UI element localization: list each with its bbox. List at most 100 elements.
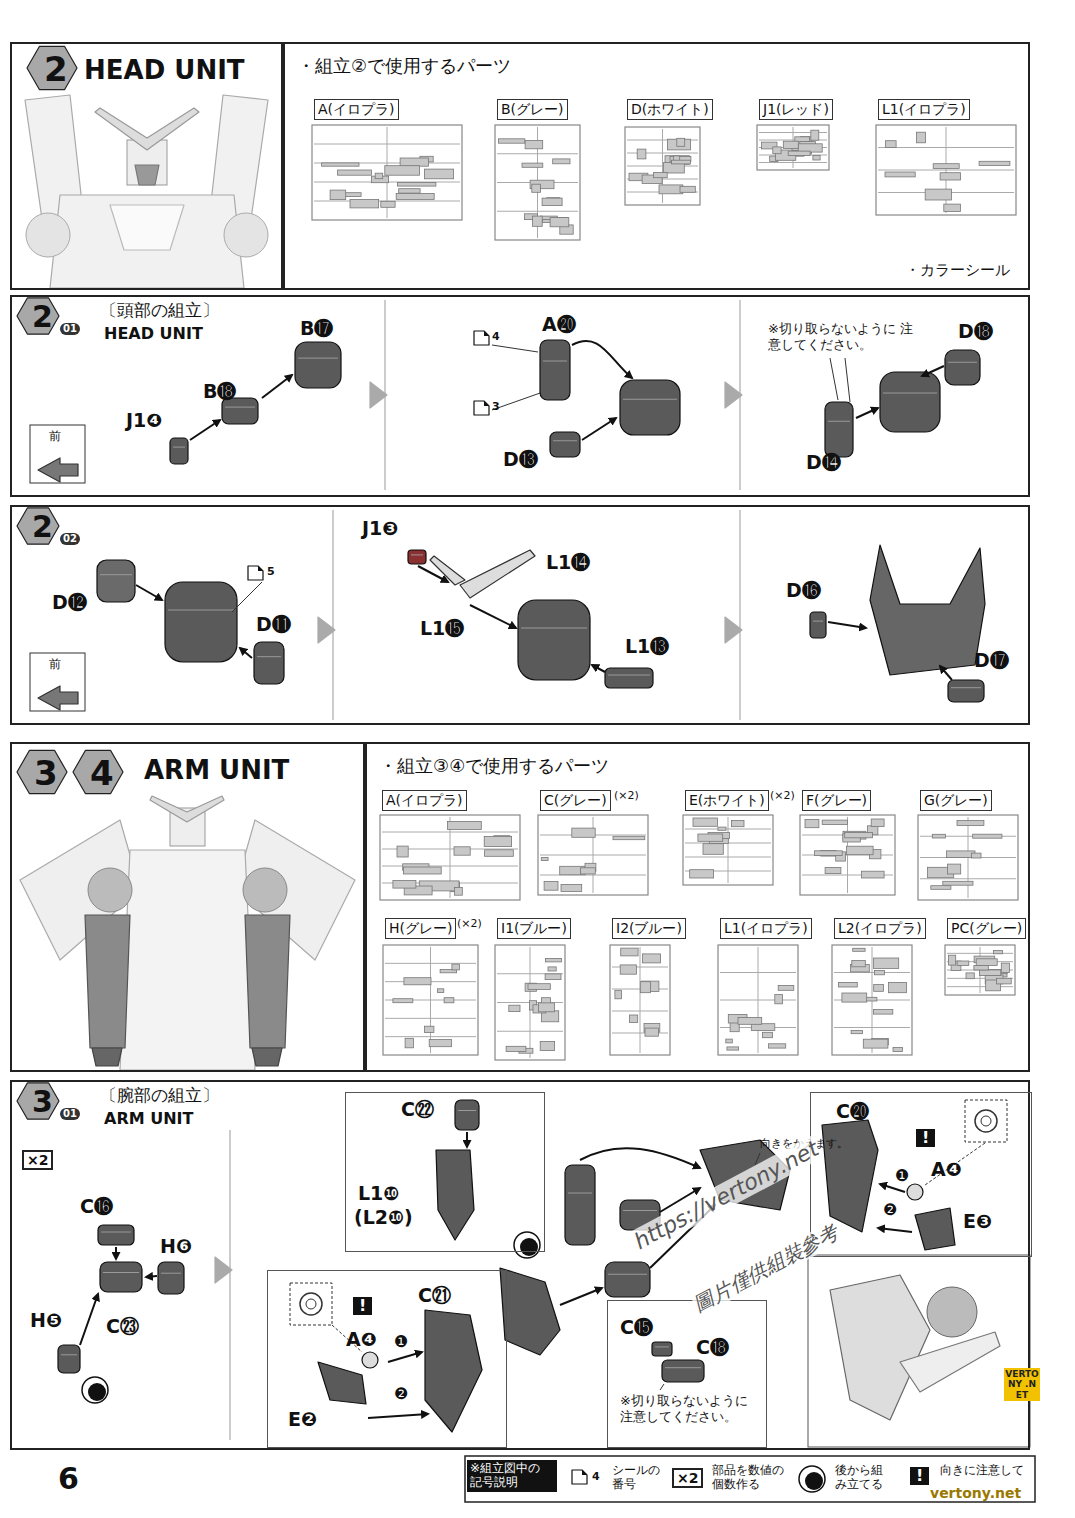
runner-part: [693, 818, 717, 826]
node-text: E❸: [963, 1211, 992, 1233]
part-shape: [652, 1342, 672, 1356]
runner-frame: [876, 125, 1016, 215]
note-text: ※切り取らないように 注意してください。: [768, 321, 918, 354]
runner-name: J1(レッド): [763, 101, 829, 117]
runner-part: [957, 821, 984, 826]
node-text: ・組立②で使用するパーツ: [297, 56, 511, 77]
runner-part: [533, 216, 543, 226]
node-text: C㉒: [401, 1099, 434, 1121]
runner-part: [553, 159, 570, 164]
runner-frame: [757, 125, 829, 170]
runner-part: [769, 1044, 786, 1048]
result-arm: [830, 1275, 930, 1420]
runner-part: [643, 954, 661, 963]
robot-shoulder: [224, 213, 268, 257]
later-icon: [514, 1232, 540, 1258]
part-label: D⓭: [503, 449, 538, 471]
robot-shoulder: [26, 213, 70, 257]
runner-part: [330, 190, 346, 200]
node-text: 3: [32, 1085, 53, 1120]
runner-part: [532, 184, 541, 192]
node-text: C⓲: [696, 1337, 729, 1359]
part-label: 6: [58, 1462, 79, 1497]
sticker-fold: [484, 331, 489, 336]
caution-mark: !: [910, 1467, 929, 1485]
part-shape: [948, 680, 984, 702]
part-shape: [58, 1345, 80, 1373]
runner-name: G(グレー): [924, 792, 988, 808]
runner-part: [629, 1015, 637, 1023]
runner-part: [763, 1032, 773, 1037]
robot-body: [120, 850, 255, 1070]
runner-part: [400, 158, 428, 166]
runner-part: [375, 173, 383, 179]
robot-arm: [85, 915, 130, 1048]
runner-part: [545, 974, 561, 980]
runner-label: E(ホワイト): [685, 790, 769, 811]
part-shape: [662, 1360, 704, 1382]
runner-part: [528, 984, 550, 990]
runner-name: L1(イロプラ): [724, 920, 808, 936]
part-shape: [100, 1262, 142, 1292]
runner-part: [873, 1009, 892, 1014]
part-detail: [103, 1272, 139, 1273]
runner-part: [544, 881, 558, 890]
runner-part: [613, 836, 645, 839]
runner-part: [454, 847, 470, 855]
runner-part: [677, 138, 685, 146]
node-text: ❷: [394, 1385, 408, 1403]
runner-part: [875, 970, 885, 974]
runner-part: [805, 820, 819, 828]
part-detail: [298, 358, 338, 359]
part-shape: [97, 560, 135, 602]
runner-part: [852, 961, 866, 967]
runner-part: [546, 959, 562, 962]
leader-line: [660, 1384, 664, 1390]
runner-frame: [625, 127, 700, 205]
node-text: C㉑: [418, 1285, 451, 1307]
runner-part: [732, 821, 745, 827]
part-label: (×2): [770, 790, 795, 803]
part-label: D⓱: [974, 650, 1009, 672]
assembly-arrow: [922, 366, 944, 376]
detail-box: [965, 1100, 1007, 1142]
assembly-arrow: [856, 408, 878, 418]
runner-part: [813, 156, 820, 161]
assembly-arrow: [466, 1132, 468, 1147]
part-label: B⓱: [300, 318, 333, 340]
runner-part: [637, 149, 646, 159]
runner-part: [424, 169, 453, 179]
part-shape: [540, 340, 570, 400]
runner-name: F(グレー): [806, 792, 867, 808]
legend-text: 後から組み立てる: [835, 1463, 893, 1492]
part-detail: [608, 1274, 647, 1275]
part-detail: [665, 1367, 701, 1368]
parts-panel: ・組立②で使用するパーツA(イロプラ)B(グレー)D(ホワイト)J1(レッド)L…: [283, 42, 1030, 290]
runner-label: PC(グレー): [947, 918, 1026, 939]
part-shape: [550, 432, 580, 457]
part-detail: [623, 1210, 657, 1211]
runner-part: [437, 989, 443, 993]
runner-part: [940, 173, 961, 180]
assembly-arrow: [940, 666, 952, 680]
peg-icon: [306, 1299, 316, 1309]
runner-part: [973, 834, 1002, 838]
runner-part: [947, 851, 975, 858]
legend-heading: ※組立図中の 記号説明: [467, 1460, 557, 1492]
runner-name: E(ホワイト): [689, 792, 765, 808]
leader-line: [925, 1143, 985, 1185]
runner-part: [839, 983, 858, 988]
part-detail: [951, 687, 981, 688]
runner-part: [485, 850, 514, 857]
runner-part: [621, 948, 638, 956]
assembly-arrow: [470, 605, 516, 628]
part-shape: [254, 642, 284, 684]
runner-name: C(グレー): [544, 792, 607, 808]
later-icon-dot: [520, 1238, 538, 1256]
runner-part: [447, 822, 481, 830]
assembly-arrow: [115, 1247, 117, 1259]
runner-label: L1(イロプラ): [878, 99, 970, 120]
part-shape: [605, 1262, 650, 1297]
node-text: 2: [32, 510, 53, 545]
